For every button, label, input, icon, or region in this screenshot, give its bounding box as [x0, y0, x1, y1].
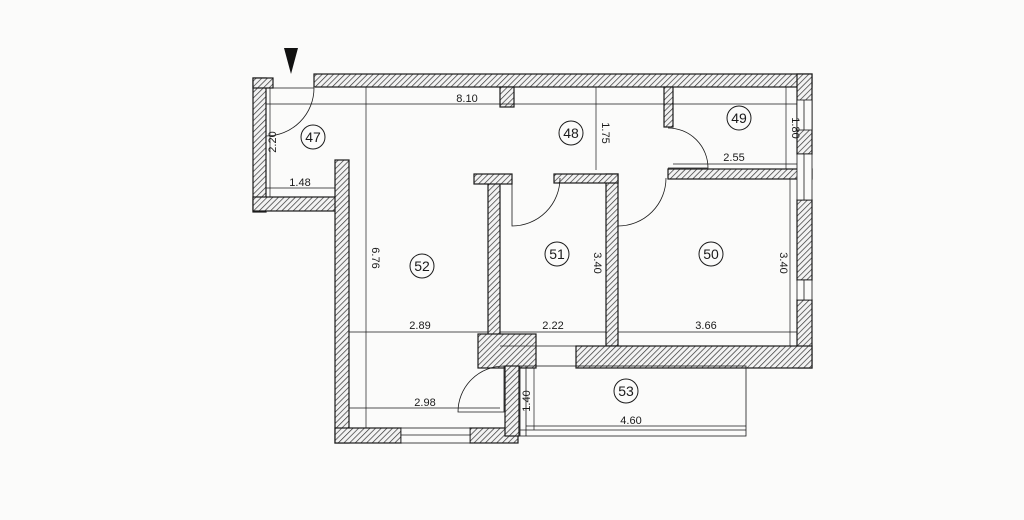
balcony-outline: [519, 365, 747, 437]
room-number: 52: [414, 258, 430, 274]
dim-r51-height: 3.40: [591, 252, 603, 273]
room-label-52: 52: [409, 253, 435, 279]
room-number: 51: [549, 246, 565, 262]
dim-r47-width: 1.48: [289, 177, 310, 189]
room-number: 48: [563, 125, 579, 141]
room-label-53: 53: [613, 378, 639, 404]
dim-r53-width: 4.60: [620, 415, 641, 427]
room-labels: 47 48 49 50 51 52 53: [300, 105, 752, 404]
windows: [400, 99, 813, 444]
dimension-lines: [266, 87, 797, 430]
entrance-arrow-icon: [284, 48, 298, 74]
room-number: 49: [731, 110, 747, 126]
dim-r47-height: 2.20: [267, 131, 279, 152]
room-number: 47: [305, 129, 321, 145]
room-label-51: 51: [544, 241, 570, 267]
room-label-47: 47: [300, 124, 326, 150]
room-label-49: 49: [726, 105, 752, 131]
room-label-50: 50: [698, 241, 724, 267]
dim-top-width: 8.10: [456, 93, 477, 105]
walls: [252, 73, 813, 444]
dim-r53-height: 1.40: [521, 390, 533, 411]
dim-r51-width: 2.22: [542, 320, 563, 332]
room-number: 50: [703, 246, 719, 262]
dim-r49-height: 1.80: [789, 117, 801, 138]
dim-r50-width: 3.66: [695, 320, 716, 332]
room-number: 53: [618, 383, 634, 399]
dim-r48-height: 1.75: [599, 122, 611, 143]
dim-r52-lower-width: 2.98: [414, 397, 435, 409]
dim-r52-height: 6.76: [369, 247, 381, 268]
dim-r50-height: 3.40: [777, 252, 789, 273]
room-label-48: 48: [558, 120, 584, 146]
dim-r49-width: 2.55: [723, 152, 744, 164]
dim-r52-width: 2.89: [409, 320, 430, 332]
dimension-labels: 8.10 2.20 1.48 1.75 1.80 2.55 6.76 2.89 …: [267, 93, 801, 427]
doors: [265, 87, 709, 413]
